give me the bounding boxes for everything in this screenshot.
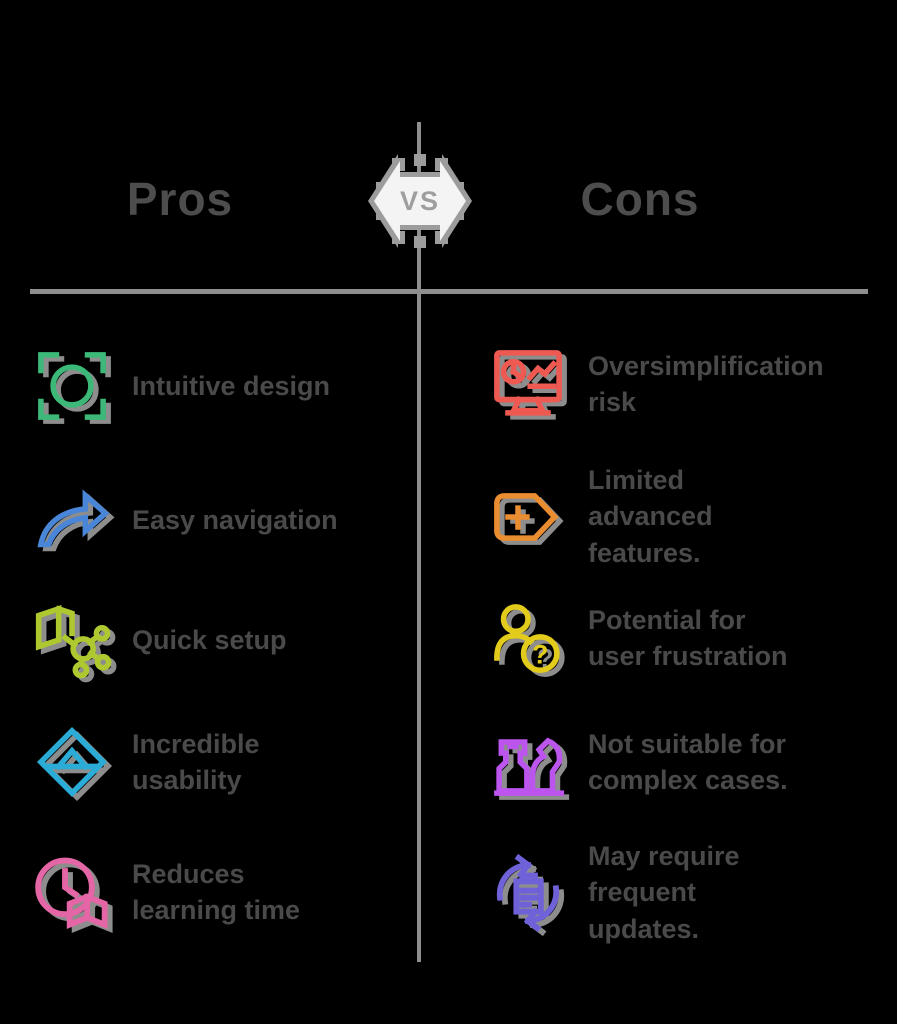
clock-book-icon	[30, 850, 114, 934]
pros-heading: Pros	[126, 173, 234, 225]
book-network-icon	[30, 600, 114, 680]
chess-pieces-icon	[486, 722, 570, 802]
cons-item-4: Not suitable for complex cases.	[486, 722, 788, 802]
focus-target-icon	[30, 346, 114, 426]
pros-item-5-label: Reduces learning time	[132, 858, 301, 925]
cons-heading: Cons	[580, 173, 700, 225]
cons-item-1-label: Oversimplification risk	[588, 350, 824, 417]
pros-item-4-label: Incredible usability	[132, 728, 260, 795]
cons-item-3: ? Potential for user frustration	[486, 598, 788, 678]
cons-item-1: Oversimplification risk	[486, 344, 824, 424]
tag-plus-icon	[486, 477, 570, 557]
cons-item-2-label: Limited advanced features.	[588, 465, 713, 568]
vs-badge-label: VS	[399, 185, 441, 216]
cons-item-2: Limited advanced features.	[486, 462, 713, 571]
vs-badge-shape	[368, 154, 472, 248]
sync-clipboard-icon	[486, 851, 570, 935]
pros-item-3-label: Quick setup	[132, 624, 287, 655]
cons-item-4-label: Not suitable for complex cases.	[588, 728, 788, 795]
cons-item-3-label: Potential for user frustration	[588, 604, 788, 671]
svg-text:?: ?	[532, 640, 548, 670]
diamond-icon	[30, 722, 114, 802]
pros-item-2: Easy navigation	[30, 480, 338, 560]
pros-item-5: Reduces learning time	[30, 850, 300, 934]
vs-badge: VS	[364, 146, 476, 256]
navigation-swoosh-icon	[30, 480, 114, 560]
pros-item-4: Incredible usability	[30, 722, 260, 802]
pros-item-1: Intuitive design	[30, 346, 330, 426]
cons-item-5-label: May require frequent updates.	[588, 841, 740, 944]
pros-item-3: Quick setup	[30, 600, 287, 680]
user-question-icon: ?	[486, 598, 570, 678]
cons-item-5: May require frequent updates.	[486, 838, 740, 947]
horizontal-divider	[30, 289, 868, 294]
dashboard-monitor-icon	[486, 344, 570, 424]
pros-item-2-label: Easy navigation	[132, 504, 338, 535]
pros-item-1-label: Intuitive design	[132, 370, 331, 401]
vertical-divider	[417, 122, 421, 962]
